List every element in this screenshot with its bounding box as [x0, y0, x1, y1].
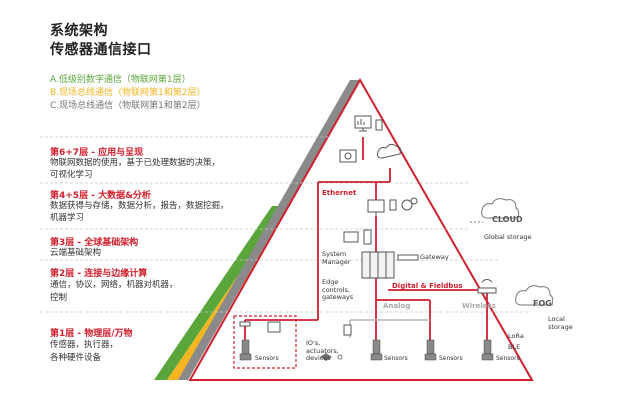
- gear-icon: [401, 199, 413, 211]
- valve-icon: [320, 353, 332, 361]
- layer-4-5-text-2: 机器学习: [50, 213, 85, 223]
- sensors-label-3: Sensors: [439, 355, 463, 362]
- title-line-1: 系统架构: [50, 23, 108, 39]
- gateway-label: Gateway: [420, 253, 449, 261]
- system-manager-label: System Manager: [322, 250, 351, 266]
- stripe-gray: [178, 80, 360, 380]
- sensors-highlight-box: [233, 315, 297, 369]
- cloud-icon: [481, 198, 520, 219]
- fog-label: FOG: [533, 299, 552, 308]
- layer-4-5-heading: 第4+5层 - 大数据&分析: [50, 191, 151, 201]
- layer-3-heading: 第3层 - 全球基础架构: [50, 238, 139, 248]
- layer-4-5-text-1: 数据获得与存储，数据分析，报告，数据挖掘，: [50, 201, 229, 211]
- tablet-icon: [375, 119, 383, 131]
- lora-label: LoRa: [508, 332, 524, 340]
- ios-actuators-label: IO's, actuators, devices: [306, 339, 339, 362]
- wireless-router-icon: [477, 287, 497, 294]
- edge-controls-label: Edge controls, gateways: [322, 278, 354, 301]
- pyramid-outline: [188, 77, 534, 381]
- server-small-icon: [363, 229, 372, 245]
- global-storage-label: Global storage: [484, 233, 532, 241]
- layer-6-7-heading: 第6+7层 - 应用与呈现: [50, 148, 144, 158]
- flowmeter-icon: [267, 321, 281, 333]
- monitor-icon-mid: [367, 199, 385, 216]
- web-icon: [339, 149, 357, 163]
- gateway-icon: [397, 254, 419, 261]
- ble-label: BLE: [508, 343, 521, 351]
- sensors-label-4: Sensors: [496, 355, 520, 362]
- legend-item-c: C.现场总线通信（物联网第1和第2层）: [50, 101, 206, 111]
- layer-2-text-2: 控制: [50, 293, 68, 303]
- ethernet-label: Ethernet: [322, 189, 357, 197]
- connector-icon: [239, 321, 251, 327]
- phone-icon: [389, 199, 397, 211]
- layer-6-7-text-2: 可视化学习: [50, 170, 93, 180]
- analog-label: Analog: [383, 302, 411, 310]
- local-storage-label: Local storage: [548, 315, 573, 331]
- monitor-icon-top: [354, 115, 372, 132]
- layer-6-7-text-1: 物联网数据的使用，基于已处理数据的决策，: [50, 158, 221, 168]
- legend-item-b: B.现场总线通信（物联网第1和第2层）: [50, 88, 206, 98]
- sensors-label-1: Sensors: [255, 355, 279, 362]
- legend-item-a: A.低级别数字通信（物联网第1层）: [50, 75, 191, 85]
- digital-fieldbus-label: Digital & Fieldbus: [392, 282, 463, 290]
- cloud-label: CLOUD: [492, 215, 523, 224]
- settings-monitor-icon: [343, 231, 359, 243]
- cloud-network-icon: [377, 143, 401, 159]
- sensor-icons: [239, 339, 494, 361]
- stripe-green: [154, 206, 285, 380]
- layer-2-text-1: 通信，协议，网络，机器对机器，: [50, 280, 178, 290]
- layer-3-text-1: 云端基础架构: [50, 248, 102, 258]
- fog-icon: [515, 285, 554, 306]
- layer-1-text-1: 传感器，执行器，: [50, 340, 119, 350]
- layer-2-heading: 第2层 - 连接与边缘计算: [50, 269, 148, 279]
- plc-rack-icon: [361, 251, 395, 279]
- wireless-label: Wireless: [462, 302, 496, 310]
- layer-1-heading: 第1层 - 物理层/万物: [50, 329, 133, 339]
- io-module-icon: [343, 324, 352, 336]
- title-line-2: 传感器通信接口: [50, 42, 152, 58]
- sensors-label-2: Sensors: [384, 355, 408, 362]
- layer-1-text-2: 各种硬件设备: [50, 353, 102, 363]
